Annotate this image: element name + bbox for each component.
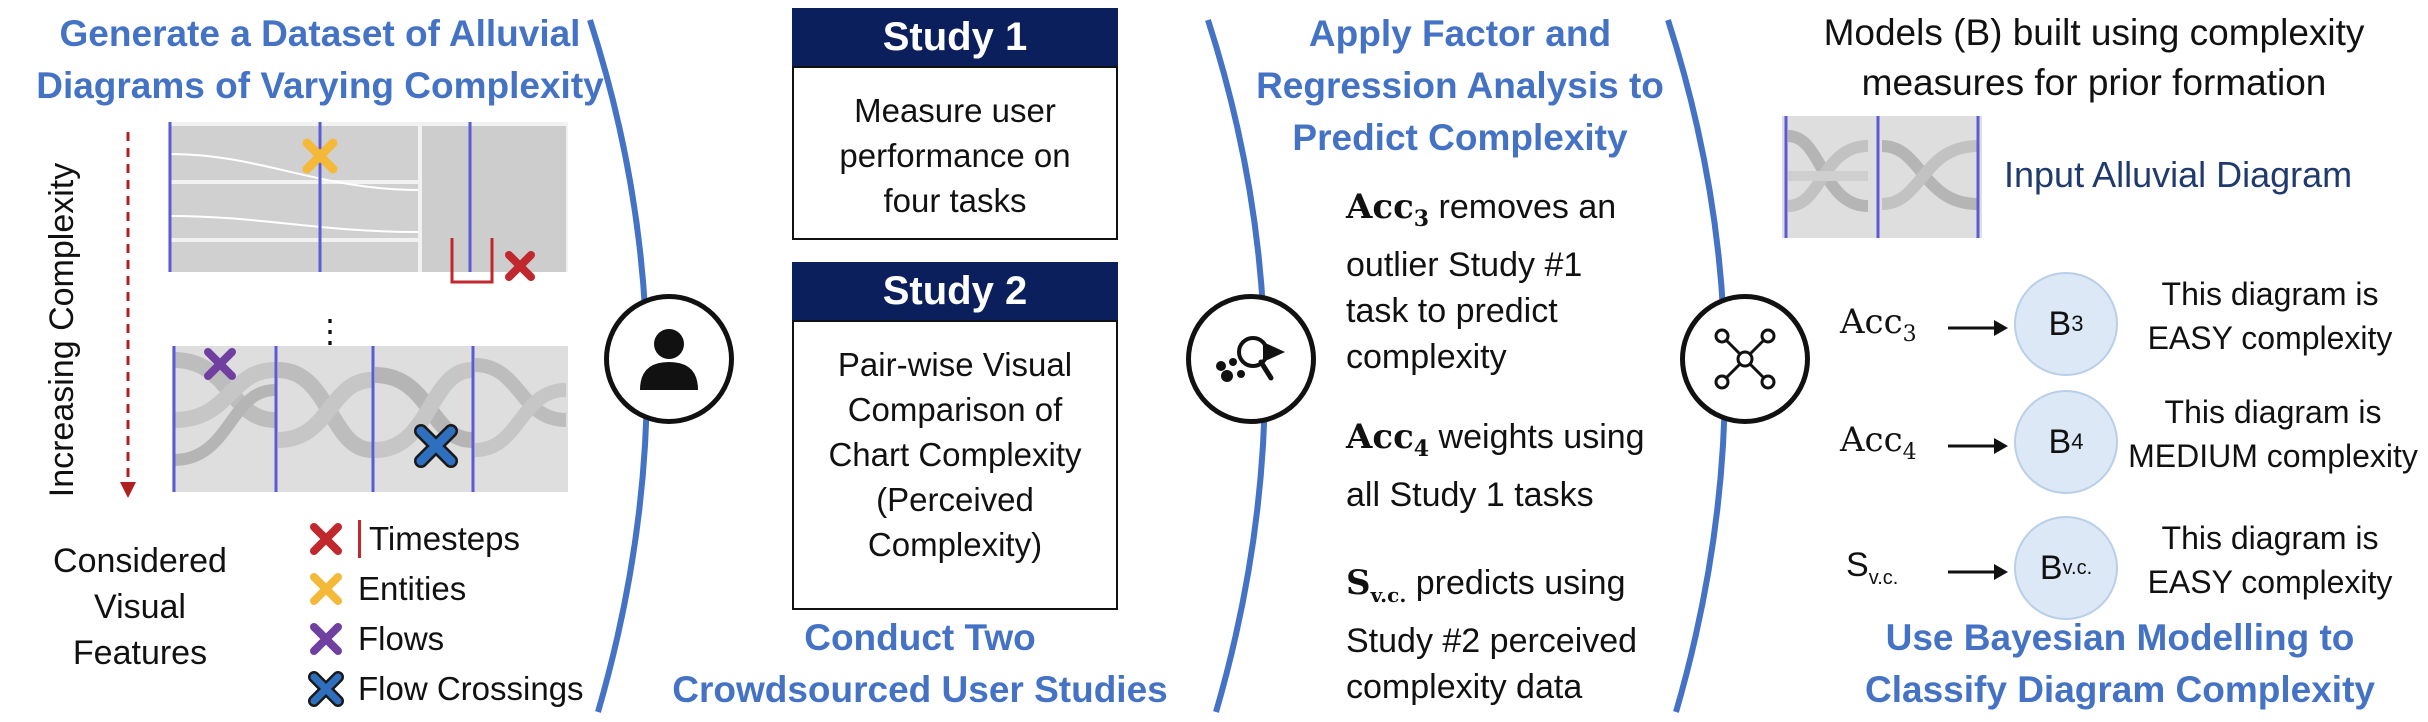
complex-alluvial-diagram bbox=[172, 346, 568, 492]
acc4-description: Acc4 weights using all Study 1 tasks bbox=[1346, 417, 1645, 514]
acc3-measure: Acc3 bbox=[1346, 187, 1430, 232]
network-model-icon bbox=[1714, 328, 1776, 390]
row2-arrow bbox=[1948, 438, 2008, 454]
complexity-arrowhead bbox=[120, 482, 136, 498]
alluvial-examples: ⋮ bbox=[120, 122, 568, 498]
considered-features-label: Considered Visual Features bbox=[53, 542, 227, 672]
flows-x-icon bbox=[310, 623, 342, 655]
svc-description: Sv.c. predicts using Study #2 perceived … bbox=[1346, 563, 1638, 706]
row2-measure: Acc4 bbox=[1840, 420, 1917, 465]
row3-result: This diagram is EASY complexity bbox=[2147, 520, 2393, 600]
timestep-bracket bbox=[450, 238, 494, 284]
row1-arrow bbox=[1948, 320, 2008, 336]
ellipsis: ⋮ bbox=[314, 313, 346, 349]
panel4-title: Models (B) built using complexity measur… bbox=[1823, 12, 2365, 103]
panel1-title: Generate a Dataset of Alluvial Diagrams … bbox=[36, 13, 604, 106]
flow-crossings-x-icon bbox=[308, 671, 344, 707]
study2-description: Pair-wise Visual Comparison of Chart Com… bbox=[792, 320, 1118, 610]
study2-card: Study 2 Pair-wise Visual Comparison of C… bbox=[792, 262, 1118, 610]
user-icon bbox=[640, 329, 698, 390]
flow-crossing-marker bbox=[414, 424, 458, 468]
acc4-measure: Acc4 bbox=[1346, 417, 1430, 462]
simple-alluvial-diagram bbox=[168, 122, 568, 272]
entities-x-icon bbox=[310, 573, 342, 605]
study2-title: Study 2 bbox=[792, 262, 1118, 320]
panel4-caption: Use Bayesian Modelling to Classify Diagr… bbox=[1865, 617, 2375, 710]
feature-legend: Timesteps Entities Flows Flow Crossings bbox=[308, 514, 628, 714]
legend-timesteps: Timesteps bbox=[308, 514, 628, 564]
legend-flow-crossings: Flow Crossings bbox=[308, 664, 628, 714]
timestep-marker bbox=[505, 251, 535, 281]
study1-title: Study 1 bbox=[792, 8, 1118, 66]
network-icon-circle bbox=[1680, 294, 1810, 424]
input-alluvial-thumbnail bbox=[1782, 116, 1982, 238]
svc-measure: Sv.c. bbox=[1346, 563, 1407, 607]
study1-card: Study 1 Measure user performance on four… bbox=[792, 8, 1118, 240]
flow-marker bbox=[204, 348, 236, 380]
timesteps-x-icon bbox=[310, 523, 342, 555]
analysis-icon-circle bbox=[1186, 294, 1316, 424]
user-icon-circle bbox=[604, 294, 734, 424]
row1-result: This diagram is EASY complexity bbox=[2147, 276, 2393, 356]
acc3-description: Acc3 removes an outlier Study #1 task to… bbox=[1346, 187, 1617, 376]
panel2-caption: Conduct Two Crowdsourced User Studies bbox=[672, 617, 1168, 710]
row3-arrow bbox=[1948, 564, 2008, 580]
legend-entities: Entities bbox=[308, 564, 628, 614]
row2-result: This diagram is MEDIUM complexity bbox=[2128, 394, 2418, 474]
legend-flows: Flows bbox=[308, 614, 628, 664]
panel3-title: Apply Factor and Regression Analysis to … bbox=[1256, 13, 1664, 158]
entity-marker bbox=[302, 138, 338, 174]
row1-measure: Acc3 bbox=[1840, 302, 1917, 347]
study1-description: Measure user performance on four tasks bbox=[792, 66, 1118, 240]
input-diagram-label: Input Alluvial Diagram bbox=[2004, 154, 2353, 195]
magnifier-analysis-icon bbox=[1216, 336, 1285, 382]
row3-measure: Sv.c. bbox=[1846, 546, 1899, 589]
